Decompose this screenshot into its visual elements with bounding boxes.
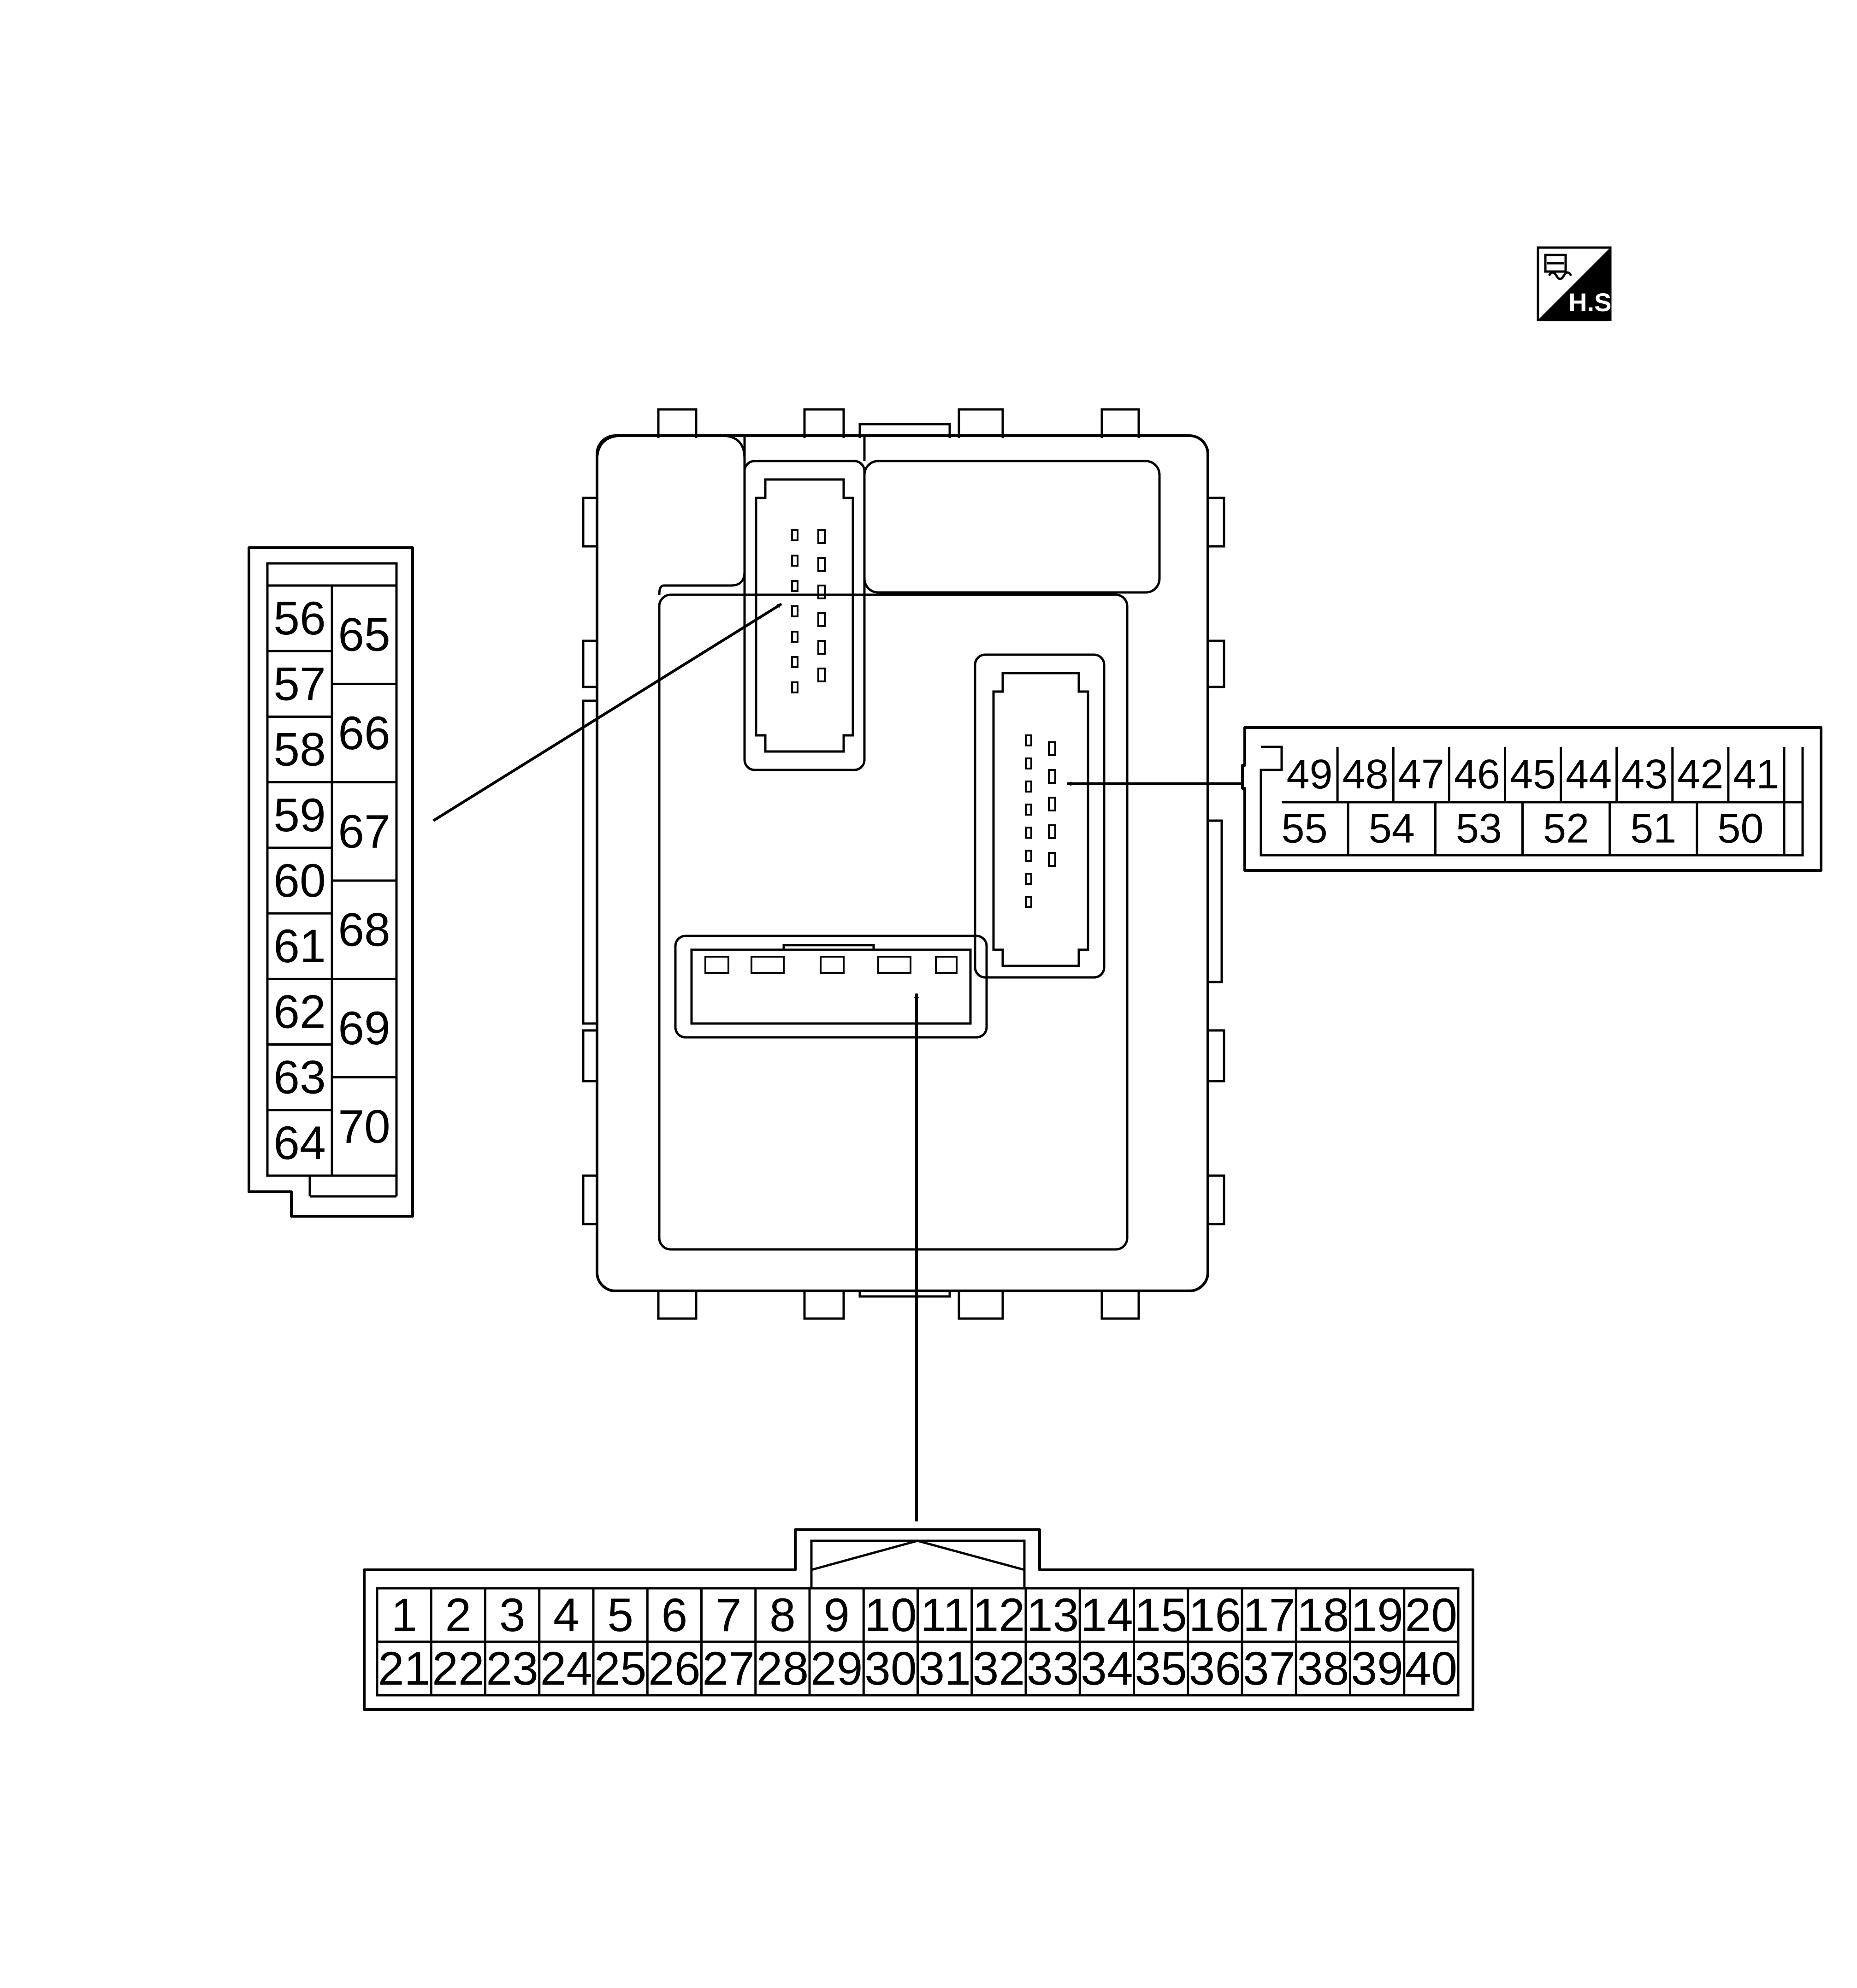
pin-60: 60 — [273, 854, 325, 907]
pin-67: 67 — [338, 805, 390, 858]
unit-connector-top — [743, 460, 866, 771]
arrow-to-top-connector — [432, 603, 782, 822]
pin-57: 57 — [273, 657, 325, 710]
pin-32: 32 — [973, 1642, 1025, 1695]
pin-26: 26 — [648, 1642, 700, 1695]
pin-29: 29 — [810, 1642, 863, 1695]
pin-9: 9 — [823, 1589, 850, 1641]
pin-4: 4 — [553, 1589, 580, 1641]
pin-7: 7 — [716, 1589, 742, 1641]
pin-35: 35 — [1135, 1642, 1187, 1695]
unit-connector-bottom — [674, 935, 988, 1039]
pin-17: 17 — [1243, 1589, 1295, 1641]
pin-16: 16 — [1189, 1589, 1241, 1641]
hs-badge-label: H.S. — [1568, 288, 1619, 317]
pin-15: 15 — [1135, 1589, 1187, 1641]
pin-14: 14 — [1081, 1589, 1133, 1641]
pin-31: 31 — [918, 1642, 970, 1695]
pin-61: 61 — [273, 920, 325, 972]
pin-18: 18 — [1297, 1589, 1349, 1641]
pin-6: 6 — [662, 1589, 688, 1641]
pin-44: 44 — [1566, 751, 1612, 798]
hs-badge-icon: H.S. — [1537, 246, 1619, 321]
pin-13: 13 — [1027, 1589, 1079, 1641]
pin-37: 37 — [1243, 1642, 1295, 1695]
pin-70: 70 — [338, 1100, 390, 1153]
pin-34: 34 — [1081, 1642, 1133, 1695]
pin-46: 46 — [1454, 751, 1500, 798]
pin-8: 8 — [769, 1589, 796, 1641]
unit-connector-right — [974, 653, 1106, 979]
leader-arrows — [432, 603, 1242, 1521]
pin-24: 24 — [540, 1642, 592, 1695]
pin-51: 51 — [1630, 806, 1676, 852]
control-unit-body — [582, 408, 1225, 1320]
pin-39: 39 — [1351, 1642, 1403, 1695]
pin-50: 50 — [1717, 806, 1763, 852]
pin-49: 49 — [1287, 751, 1333, 798]
pin-38: 38 — [1297, 1642, 1349, 1695]
pin-40: 40 — [1405, 1642, 1457, 1695]
pin-64: 64 — [273, 1117, 325, 1169]
pin-47: 47 — [1398, 751, 1444, 798]
pin-20: 20 — [1405, 1589, 1457, 1641]
pin-12: 12 — [973, 1589, 1025, 1641]
pin-69: 69 — [338, 1002, 390, 1054]
pin-48: 48 — [1342, 751, 1389, 798]
pin-54: 54 — [1369, 806, 1415, 852]
pin-68: 68 — [338, 904, 390, 956]
pin-45: 45 — [1510, 751, 1556, 798]
pin-55: 55 — [1282, 806, 1328, 852]
pin-41: 41 — [1733, 751, 1779, 798]
pin-33: 33 — [1027, 1642, 1079, 1695]
pin-21: 21 — [378, 1642, 430, 1695]
pin-58: 58 — [273, 723, 325, 776]
pin-3: 3 — [499, 1589, 526, 1641]
pin-5: 5 — [607, 1589, 633, 1641]
left-connector-face: 56 57 58 59 60 61 62 63 64 65 66 67 68 69 70 — [248, 546, 414, 1218]
pin-59: 59 — [273, 789, 325, 841]
pin-27: 27 — [702, 1642, 754, 1695]
pin-42: 42 — [1677, 751, 1723, 798]
pin-36: 36 — [1189, 1642, 1241, 1695]
pin-66: 66 — [338, 707, 390, 759]
pin-25: 25 — [594, 1642, 646, 1695]
pin-65: 65 — [338, 609, 390, 661]
pin-11: 11 — [920, 1589, 969, 1641]
pin-10: 10 — [864, 1589, 917, 1641]
pin-52: 52 — [1543, 806, 1589, 852]
pin-53: 53 — [1456, 806, 1502, 852]
pin-30: 30 — [864, 1642, 917, 1695]
pin-43: 43 — [1621, 751, 1668, 798]
pin-23: 23 — [486, 1642, 538, 1695]
pin-28: 28 — [757, 1642, 809, 1695]
pin-56: 56 — [273, 592, 325, 645]
pin-2: 2 — [445, 1589, 472, 1641]
pin-63: 63 — [273, 1051, 325, 1104]
pin-1: 1 — [391, 1589, 417, 1641]
pin-62: 62 — [273, 985, 325, 1038]
pin-22: 22 — [432, 1642, 484, 1695]
pin-19: 19 — [1351, 1589, 1403, 1641]
